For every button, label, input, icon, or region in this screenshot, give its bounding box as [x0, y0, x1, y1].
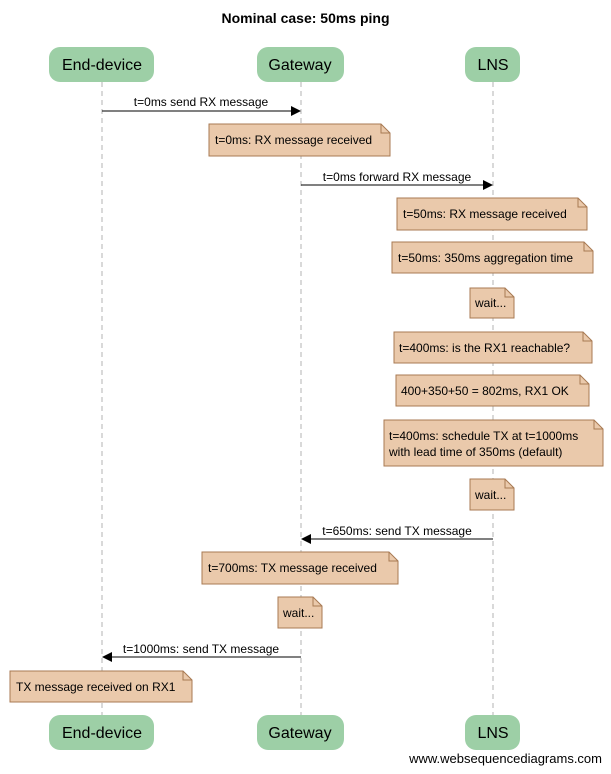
- participant-label: Gateway: [268, 725, 331, 742]
- message-send-tx-gateway: t=1000ms: send TX message: [102, 642, 301, 662]
- message-label: t=650ms: send TX message: [322, 524, 472, 538]
- participant-label: End-device: [62, 57, 142, 74]
- participant-label: End-device: [62, 725, 142, 742]
- note-text: t=50ms: RX message received: [403, 207, 567, 221]
- note-gw-tx-received: t=700ms: TX message received: [201, 551, 399, 585]
- note-gw-rx-received: t=0ms: RX message received: [208, 123, 391, 157]
- note-text: 400+350+50 = 802ms, RX1 OK: [401, 384, 569, 398]
- note-text: t=400ms: is the RX1 reachable?: [399, 341, 570, 355]
- note-lns-wait-1: wait...: [469, 287, 515, 319]
- note-lns-aggregation: t=50ms: 350ms aggregation time: [391, 241, 594, 274]
- participant-lns-top: LNS: [465, 47, 520, 82]
- note-text: TX message received on RX1: [16, 680, 176, 694]
- note-text: t=700ms: TX message received: [208, 561, 377, 575]
- note-lns-wait-2: wait...: [469, 478, 515, 511]
- note-gw-wait: wait...: [277, 596, 323, 629]
- message-forward-rx: t=0ms forward RX message: [301, 170, 493, 190]
- footer-credit: www.websequencediagrams.com: [409, 751, 602, 766]
- note-text: t=50ms: 350ms aggregation time: [398, 251, 573, 265]
- note-text: wait...: [282, 606, 314, 620]
- note-text: with lead time of 350ms (default): [388, 445, 562, 459]
- participant-end-device-top: End-device: [49, 47, 154, 82]
- note-text: wait...: [474, 296, 506, 310]
- note-lns-rx1-ok: 400+350+50 = 802ms, RX1 OK: [395, 374, 590, 407]
- message-label: t=0ms forward RX message: [323, 170, 472, 184]
- message-label: t=1000ms: send TX message: [123, 642, 280, 656]
- message-label: t=0ms send RX message: [134, 95, 269, 109]
- diagram-title: Nominal case: 50ms ping: [221, 10, 390, 26]
- message-send-rx: t=0ms send RX message: [102, 95, 301, 116]
- participant-label: LNS: [477, 725, 508, 742]
- participant-lns-bottom: LNS: [465, 715, 520, 750]
- note-lns-rx1-reachable: t=400ms: is the RX1 reachable?: [393, 331, 593, 364]
- note-text: t=400ms: schedule TX at t=1000ms: [389, 429, 578, 443]
- note-text: t=0ms: RX message received: [215, 133, 372, 147]
- participant-gateway-bottom: Gateway: [257, 715, 344, 750]
- note-text: wait...: [474, 488, 506, 502]
- note-lns-schedule-tx: t=400ms: schedule TX at t=1000ms with le…: [383, 419, 604, 467]
- participant-label: LNS: [477, 57, 508, 74]
- note-ed-tx-received: TX message received on RX1: [9, 670, 193, 703]
- participant-gateway-top: Gateway: [257, 47, 344, 82]
- note-lns-rx-received: t=50ms: RX message received: [396, 197, 588, 231]
- participant-label: Gateway: [268, 57, 331, 74]
- participant-end-device-bottom: End-device: [49, 715, 154, 750]
- message-send-tx-lns: t=650ms: send TX message: [301, 524, 493, 544]
